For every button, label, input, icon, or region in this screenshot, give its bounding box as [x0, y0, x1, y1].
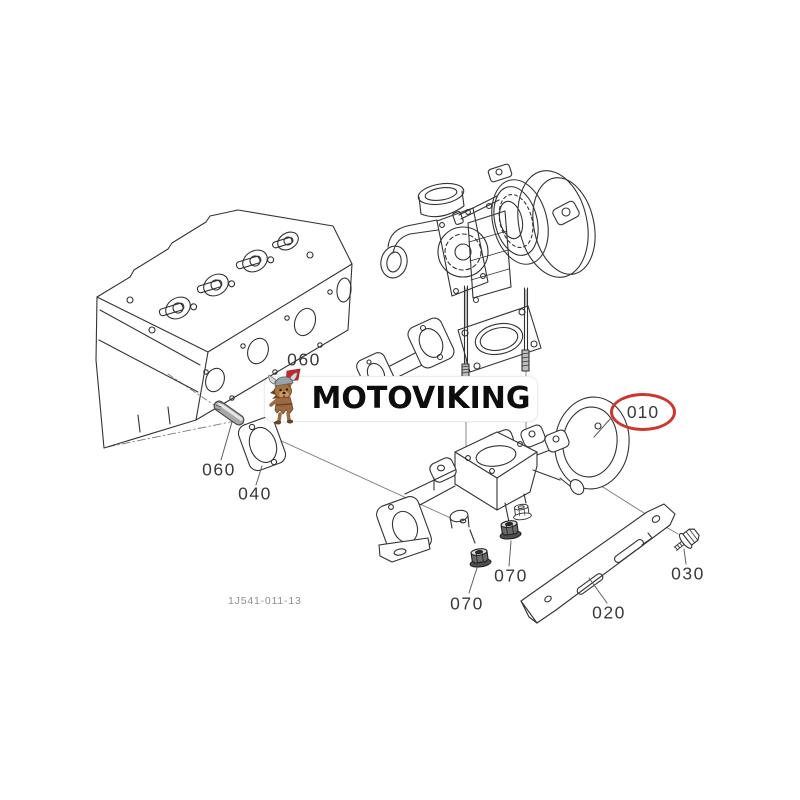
flange-nut-plain-drawing [513, 503, 532, 521]
brand-wordmark: MOTOVIKING [311, 381, 531, 416]
heat-shield-drawing [520, 503, 676, 624]
viking-mascot-icon [268, 369, 301, 425]
callout-020: 020 [592, 602, 626, 623]
lock-nut-070-right-drawing [499, 520, 522, 540]
callout-030: 030 [671, 563, 705, 584]
callout-070-left: 070 [450, 593, 484, 614]
cylinder-head-drawing [95, 209, 353, 449]
callout-010-highlighted: 010 [610, 393, 676, 431]
exhaust-manifold-drawing [376, 396, 630, 563]
lock-nut-070-left-drawing [469, 548, 492, 568]
drawing-number: 1J541-011-13 [228, 595, 302, 607]
turbo-mount-tab [487, 163, 513, 183]
callout-060-lower: 060 [202, 459, 236, 480]
callout-040: 040 [238, 483, 272, 504]
port-gasket-040-drawing [237, 416, 287, 472]
turbocharger-drawing [380, 163, 596, 304]
stud-060-drawing [213, 400, 245, 426]
turbo-stud-drawing [461, 285, 530, 378]
rocker-cluster [158, 231, 299, 320]
callout-060-upper: 060 [287, 349, 321, 370]
flange-bolt-drawing [673, 528, 700, 551]
watermark-band: MOTOVIKING [264, 376, 538, 422]
callout-070-right: 070 [494, 565, 528, 586]
turbo-outlet-ear [552, 200, 580, 226]
